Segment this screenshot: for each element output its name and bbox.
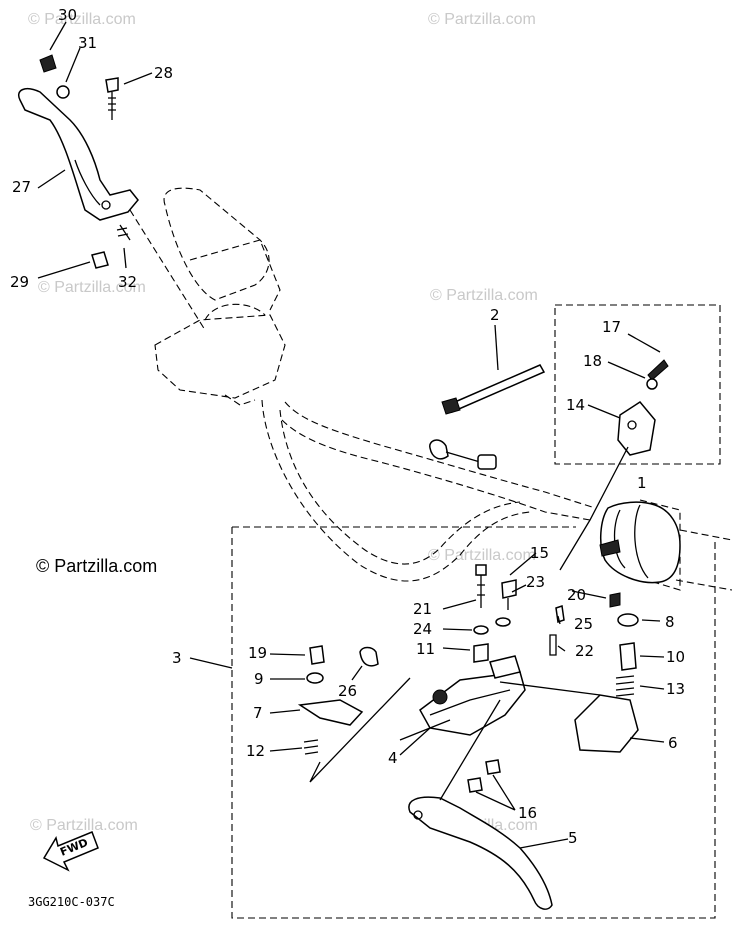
callout-31: 31 bbox=[78, 34, 97, 52]
watermark-dark: © Partzilla.com bbox=[36, 556, 157, 576]
callout-30: 30 bbox=[58, 6, 77, 24]
callout-2: 2 bbox=[490, 306, 500, 324]
lever-bracket-4 bbox=[419, 655, 526, 736]
callout-26: 26 bbox=[338, 682, 357, 700]
callout-10: 10 bbox=[666, 648, 685, 666]
callout-32: 32 bbox=[118, 273, 137, 291]
callout-29: 29 bbox=[10, 273, 29, 291]
small-parts bbox=[297, 564, 639, 793]
callout-23: 23 bbox=[526, 573, 545, 591]
callout-13: 13 bbox=[666, 680, 685, 698]
switch-housing-1 bbox=[599, 501, 681, 584]
callout-12: 12 bbox=[246, 742, 265, 760]
callout-5: 5 bbox=[568, 829, 578, 847]
callout-1: 1 bbox=[637, 474, 647, 492]
callout-labels: 30 31 28 27 29 32 2 17 18 14 1 3 15 23 2… bbox=[10, 6, 685, 847]
callout-6: 6 bbox=[668, 734, 678, 752]
callout-20: 20 bbox=[567, 586, 586, 604]
callout-16: 16 bbox=[518, 804, 537, 822]
master-cylinder bbox=[129, 187, 286, 406]
watermark: © Partzilla.com bbox=[38, 279, 146, 296]
callout-28: 28 bbox=[154, 64, 173, 82]
callout-24: 24 bbox=[413, 620, 432, 638]
watermark: © Partzilla.com bbox=[428, 547, 536, 564]
group-box-14 bbox=[554, 304, 721, 465]
callout-27: 27 bbox=[12, 178, 31, 196]
callout-21: 21 bbox=[413, 600, 432, 618]
callout-3: 3 bbox=[172, 649, 182, 667]
callout-19: 19 bbox=[248, 644, 267, 662]
group-box-3 bbox=[231, 527, 716, 919]
callout-11: 11 bbox=[416, 640, 435, 658]
watermark: © Partzilla.com bbox=[30, 817, 138, 834]
watermark: © Partzilla.com bbox=[430, 287, 538, 304]
callout-25: 25 bbox=[574, 615, 593, 633]
lever-5 bbox=[408, 796, 553, 910]
watermark: © Partzilla.com bbox=[28, 11, 136, 28]
watermark: © Partzilla.com bbox=[428, 11, 536, 28]
callout-17: 17 bbox=[602, 318, 621, 336]
callout-15: 15 bbox=[530, 544, 549, 562]
callout-8: 8 bbox=[665, 613, 675, 631]
callout-14: 14 bbox=[566, 396, 585, 414]
callout-9: 9 bbox=[254, 670, 264, 688]
part-2-strap bbox=[429, 364, 546, 470]
callout-4: 4 bbox=[388, 749, 398, 767]
diagram-code: 3GG210C-037C bbox=[28, 895, 115, 909]
callout-18: 18 bbox=[583, 352, 602, 370]
callout-7: 7 bbox=[253, 704, 263, 722]
callout-22: 22 bbox=[575, 642, 594, 660]
part-14-clamp bbox=[617, 359, 669, 456]
fwd-arrow-icon: FWD bbox=[42, 831, 99, 872]
clutch-lever-27 bbox=[18, 54, 139, 269]
leader-lines bbox=[37, 21, 665, 849]
